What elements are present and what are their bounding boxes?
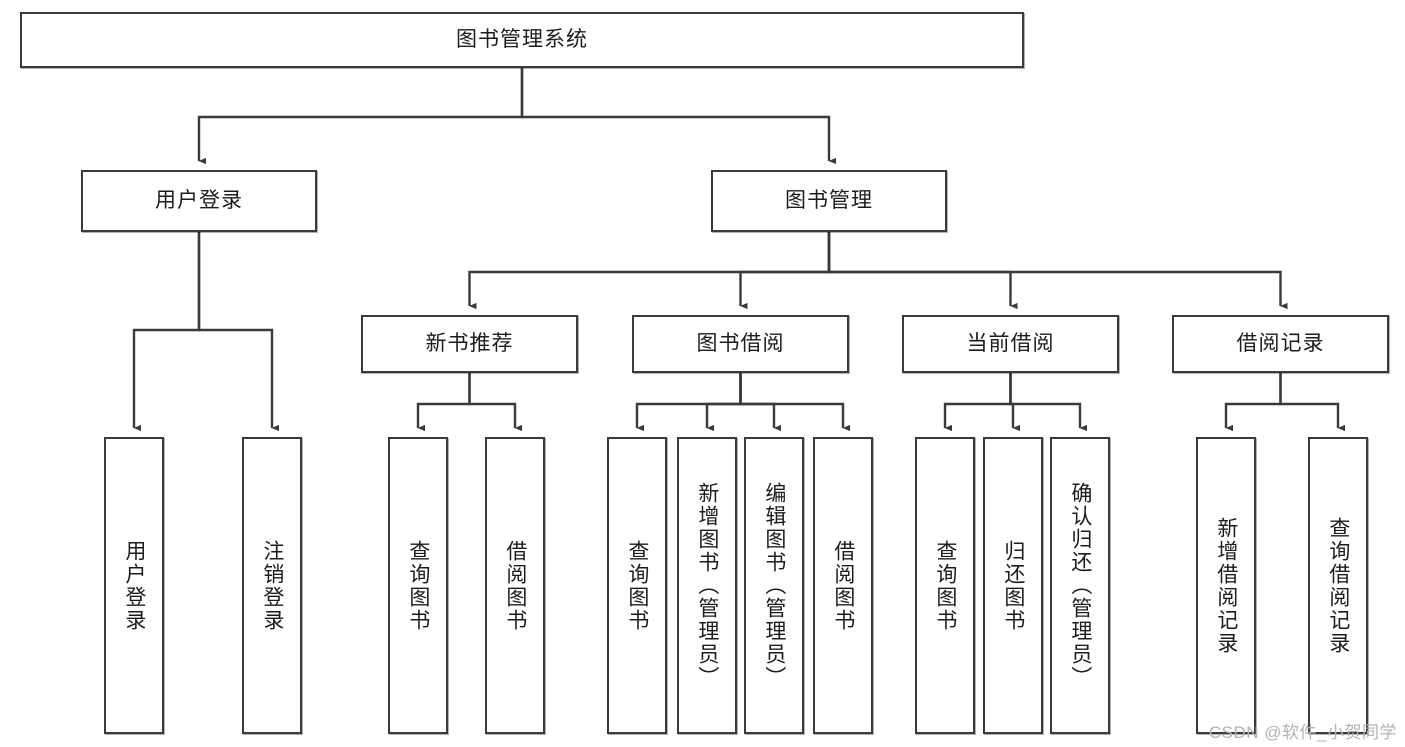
node-label: 查询借阅记录 xyxy=(1326,516,1350,655)
edge-user-login-to-user-logout-leaf xyxy=(197,232,280,432)
node-label: 新增图书（管理员） xyxy=(695,482,719,689)
edge-new-book-recommend-to-borrow-book-1 xyxy=(468,373,523,432)
edge-book-management-to-borrow-record xyxy=(827,232,1288,310)
edge-current-borrow-to-return-book xyxy=(1009,373,1021,432)
edge-new-book-recommend-to-query-book-1 xyxy=(416,373,471,432)
node-root[interactable]: 图书管理系统 xyxy=(20,12,1024,68)
edge-current-borrow-to-confirm-return-admin xyxy=(1009,373,1088,432)
node-label: 用户登录 xyxy=(122,539,146,632)
node-label: 确认归还（管理员） xyxy=(1068,482,1092,689)
node-label: 归还图书 xyxy=(1001,539,1025,632)
node-new-book-recommend[interactable]: 新书推荐 xyxy=(361,315,578,373)
node-label: 新增借阅记录 xyxy=(1214,516,1238,655)
edge-book-borrow-to-edit-book-admin xyxy=(739,373,782,432)
node-borrow-record[interactable]: 借阅记录 xyxy=(1172,315,1389,373)
node-return-book[interactable]: 归还图书 xyxy=(983,437,1043,734)
node-user-login-leaf[interactable]: 用户登录 xyxy=(104,437,164,734)
node-add-book-admin[interactable]: 新增图书（管理员） xyxy=(677,437,737,734)
node-borrow-book-1[interactable]: 借阅图书 xyxy=(485,437,545,734)
node-book-borrow[interactable]: 图书借阅 xyxy=(632,315,849,373)
csdn-watermark: CSDN @软件_小贺同学 xyxy=(1208,723,1397,742)
node-query-borrow-record[interactable]: 查询借阅记录 xyxy=(1308,437,1368,734)
node-label: 图书借阅 xyxy=(696,332,785,356)
node-query-book-1[interactable]: 查询图书 xyxy=(388,437,448,734)
edge-book-management-to-new-book-recommend xyxy=(468,232,831,310)
node-label: 查询图书 xyxy=(933,539,957,632)
node-current-borrow[interactable]: 当前借阅 xyxy=(902,315,1119,373)
node-label: 当前借阅 xyxy=(966,332,1055,356)
edge-root-to-book-management xyxy=(520,68,837,165)
edge-current-borrow-to-query-book-3 xyxy=(943,373,1012,432)
edge-borrow-record-to-add-borrow-record xyxy=(1224,373,1282,432)
node-label: 用户登录 xyxy=(155,189,243,213)
edge-book-borrow-to-add-book-admin xyxy=(705,373,742,432)
edge-book-management-to-current-borrow xyxy=(827,232,1018,310)
node-borrow-book-2[interactable]: 借阅图书 xyxy=(813,437,873,734)
node-query-book-2[interactable]: 查询图书 xyxy=(607,437,667,734)
edge-borrow-record-to-query-borrow-record xyxy=(1279,373,1346,432)
node-book-management[interactable]: 图书管理 xyxy=(711,170,947,232)
node-label: 借阅图书 xyxy=(503,539,527,632)
node-label: 借阅记录 xyxy=(1236,332,1325,356)
node-add-borrow-record[interactable]: 新增借阅记录 xyxy=(1196,437,1256,734)
node-label: 新书推荐 xyxy=(425,332,514,356)
node-label: 编辑图书（管理员） xyxy=(762,482,786,689)
node-label: 图书管理 xyxy=(785,189,873,213)
node-label: 查询图书 xyxy=(625,539,649,632)
node-confirm-return-admin[interactable]: 确认归还（管理员） xyxy=(1050,437,1110,734)
node-label: 注销登录 xyxy=(260,539,284,632)
edge-book-borrow-to-borrow-book-2 xyxy=(739,373,851,432)
edge-book-management-to-book-borrow xyxy=(739,232,831,310)
node-label: 查询图书 xyxy=(406,539,430,632)
node-edit-book-admin[interactable]: 编辑图书（管理员） xyxy=(744,437,804,734)
edge-user-login-to-user-login-leaf xyxy=(132,232,201,432)
edge-book-borrow-to-query-book-2 xyxy=(635,373,742,432)
node-label: 借阅图书 xyxy=(831,539,855,632)
edge-root-to-user-login xyxy=(197,68,524,165)
node-user-logout-leaf[interactable]: 注销登录 xyxy=(242,437,302,734)
node-user-login[interactable]: 用户登录 xyxy=(81,170,317,232)
node-label: 图书管理系统 xyxy=(456,28,588,52)
node-query-book-3[interactable]: 查询图书 xyxy=(915,437,975,734)
